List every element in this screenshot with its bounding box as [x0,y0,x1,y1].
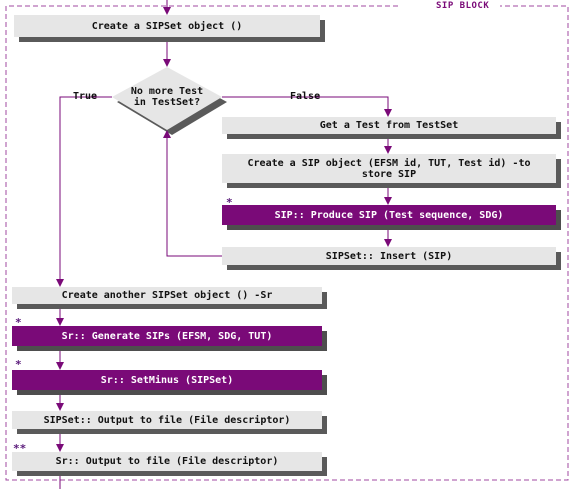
setminus-box: Sr:: SetMinus (SIPSet) [12,370,322,390]
output-sipset-box: SIPSet:: Output to file (File descriptor… [12,411,322,429]
produce-marker: * [226,196,233,209]
create-sip-box: Create a SIP object (EFSM id, TUT, Test … [222,154,556,183]
produce-sip-box: SIP:: Produce SIP (Test sequence, SDG) [222,205,556,225]
generate-marker: * [15,316,22,329]
decision-diamond [112,67,222,130]
setminus-marker: * [15,358,22,371]
output-sr-box: Sr:: Output to file (File descriptor) [12,452,322,471]
false-label: False [290,91,321,102]
decision-label: No more Test in TestSet? [130,86,204,108]
output-sr-marker: ** [13,442,27,455]
generate-sips-box: Sr:: Generate SIPs (EFSM, SDG, TUT) [12,326,322,346]
edge-loop-back [163,130,222,257]
block-title: SIP BLOCK [436,1,490,11]
block-border [5,5,569,481]
insert-sip-box: SIPSet:: Insert (SIP) [222,247,556,265]
get-test-box: Get a Test from TestSet [222,117,556,134]
create-sr-box: Create another SIPSet object () -Sr [12,287,322,304]
edge-true [56,96,112,287]
true-label: True [73,91,98,102]
edge-false [222,96,392,117]
create-sipset-box: Create a SIPSet object () [14,15,320,37]
